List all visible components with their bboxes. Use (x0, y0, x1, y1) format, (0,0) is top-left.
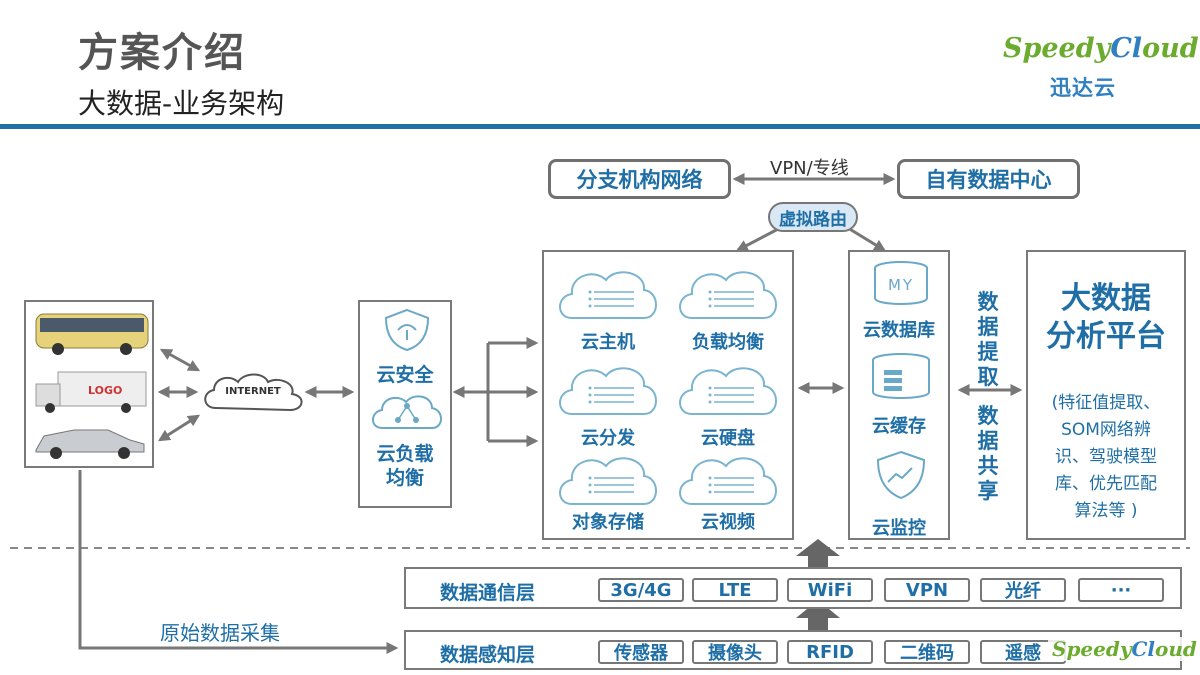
internet-cloud: INTERNET (196, 368, 310, 418)
comm-chip: LTE (692, 578, 778, 602)
car-internet-arrow (157, 414, 201, 442)
cloud-icon (559, 271, 657, 319)
analytics-desc-line: 算法等 ) (1074, 501, 1138, 521)
comm-up-arrow (796, 539, 840, 568)
truck-logo-text: LOGO (88, 384, 122, 397)
page-subtitle: 大数据-业务架构 (78, 87, 285, 120)
bus-icon (35, 313, 149, 355)
virtual-router-badge: 虚拟路由 (768, 202, 858, 232)
internet-cloud-icon (204, 373, 303, 412)
cloud-service-card (554, 448, 662, 528)
bus-internet-arrow (159, 348, 201, 372)
cloud-db-label: 云数据库 (863, 320, 935, 341)
cloud-service-label: 对象存储 (572, 512, 644, 533)
comm-layer-label: 数据通信层 (440, 582, 536, 604)
sense-chip: 摄像头 (692, 640, 778, 664)
cloud-service-card (554, 358, 662, 438)
cloud-icon (679, 367, 777, 415)
raw-collect-label: 原始数据采集 (160, 621, 280, 645)
analytics-description: (特征值提取、 SOM网络辨识、驾驶模型库、优先匹配算法等 ) (1028, 390, 1184, 525)
cloud-lb-label-line2: 均衡 (385, 467, 424, 489)
comm-chip: WiFi (787, 578, 873, 602)
data-services-panel: MY 云数据库 云缓存 云监控 (848, 250, 950, 540)
cloud-service-label: 云分发 (581, 428, 635, 449)
data-share-label: 数据共享 (977, 404, 999, 503)
brand-logo: SpeedyCloud (1003, 33, 1199, 64)
vehicles-panel: LOGO (24, 300, 154, 468)
cloud-service-label: 云硬盘 (701, 428, 755, 449)
router-to-cloud-arrow (735, 226, 781, 252)
analytics-desc-line: 库、优先匹配 (1055, 474, 1157, 494)
analytics-desc-line: (特征值提取、 (1051, 393, 1161, 413)
cloud-service-label: 负载均衡 (692, 332, 764, 353)
load-balance-cloud-icon (372, 395, 442, 429)
analytics-desc-line: SOM网络辨 (1061, 420, 1151, 440)
sense-chip: 二维码 (884, 640, 970, 664)
brand-watermark: SpeedyCloud (1048, 637, 1200, 661)
cloud-icon (559, 457, 657, 505)
comm-chip: 3G/4G (598, 578, 684, 602)
comm-chip: VPN (884, 578, 970, 602)
cloud-monitor-label: 云监控 (872, 518, 926, 539)
cloud-service-card (554, 262, 662, 342)
comm-chip: 光纤 (980, 578, 1066, 602)
brand-logo-part-a: Speedy (1003, 33, 1111, 64)
database-icon (874, 261, 928, 305)
brand-logo-part-b: Cl (1110, 33, 1143, 64)
watermark-part-b: Cl (1131, 637, 1155, 661)
cloud-icon (559, 367, 657, 415)
watermark-part-a: Speedy (1052, 637, 1132, 661)
sense-layer-label: 数据感知层 (440, 644, 536, 666)
analytics-title: 大数据 分析平台 (1028, 280, 1184, 356)
brand-logo-part-c: oud (1142, 33, 1199, 64)
internet-label: INTERNET (225, 386, 281, 397)
analytics-title-line1: 大数据 (1061, 281, 1151, 316)
cloud-service-card (674, 262, 782, 342)
own-datacenter-box: 自有数据中心 (897, 159, 1080, 199)
sense-chip: RFID (787, 640, 873, 664)
cloud-service-card (674, 448, 782, 528)
cloud-service-label: 云主机 (581, 332, 635, 353)
analytics-desc-line: 识、驾驶模型 (1055, 447, 1157, 467)
truck-icon (35, 371, 147, 413)
data-extract-label: 数据提取 (977, 290, 999, 389)
comm-chip: ··· (1078, 578, 1164, 602)
sense-up-arrow (796, 600, 840, 632)
cloud-icon (679, 457, 777, 505)
cloud-lb-label: 云负载 均衡 (360, 442, 450, 490)
car-icon (35, 429, 145, 459)
branch-network-box: 分支机构网络 (548, 159, 731, 199)
analytics-panel: 大数据 分析平台 (特征值提取、 SOM网络辨识、驾驶模型库、优先匹配算法等 ) (1026, 250, 1186, 540)
database-icon-text: MY (887, 276, 915, 294)
brand-name-cn: 迅达云 (1050, 76, 1116, 100)
cloud-service-card (674, 358, 782, 438)
header-divider (0, 124, 1200, 129)
analytics-title-line2: 分析平台 (1046, 319, 1166, 354)
security-panel: 云安全 云负载 均衡 (358, 300, 452, 508)
cloud-icon (679, 271, 777, 319)
monitor-shield-icon (876, 450, 926, 500)
vpn-link-label: VPN/专线 (770, 158, 849, 179)
shield-icon (384, 308, 430, 352)
cloud-service-label: 云视频 (701, 512, 755, 533)
watermark-part-c: oud (1155, 637, 1197, 661)
vehicle-illustrations: LOGO (35, 313, 149, 459)
cloud-security-label: 云安全 (376, 364, 434, 386)
sense-chip: 传感器 (598, 640, 684, 664)
cache-icon (872, 353, 930, 399)
router-to-data-arrow (847, 226, 887, 252)
page-title: 方案介绍 (78, 30, 246, 76)
cloud-cache-label: 云缓存 (872, 416, 926, 437)
raw-collect-line (78, 470, 399, 654)
cloud-lb-label-line1: 云负载 (376, 443, 434, 465)
